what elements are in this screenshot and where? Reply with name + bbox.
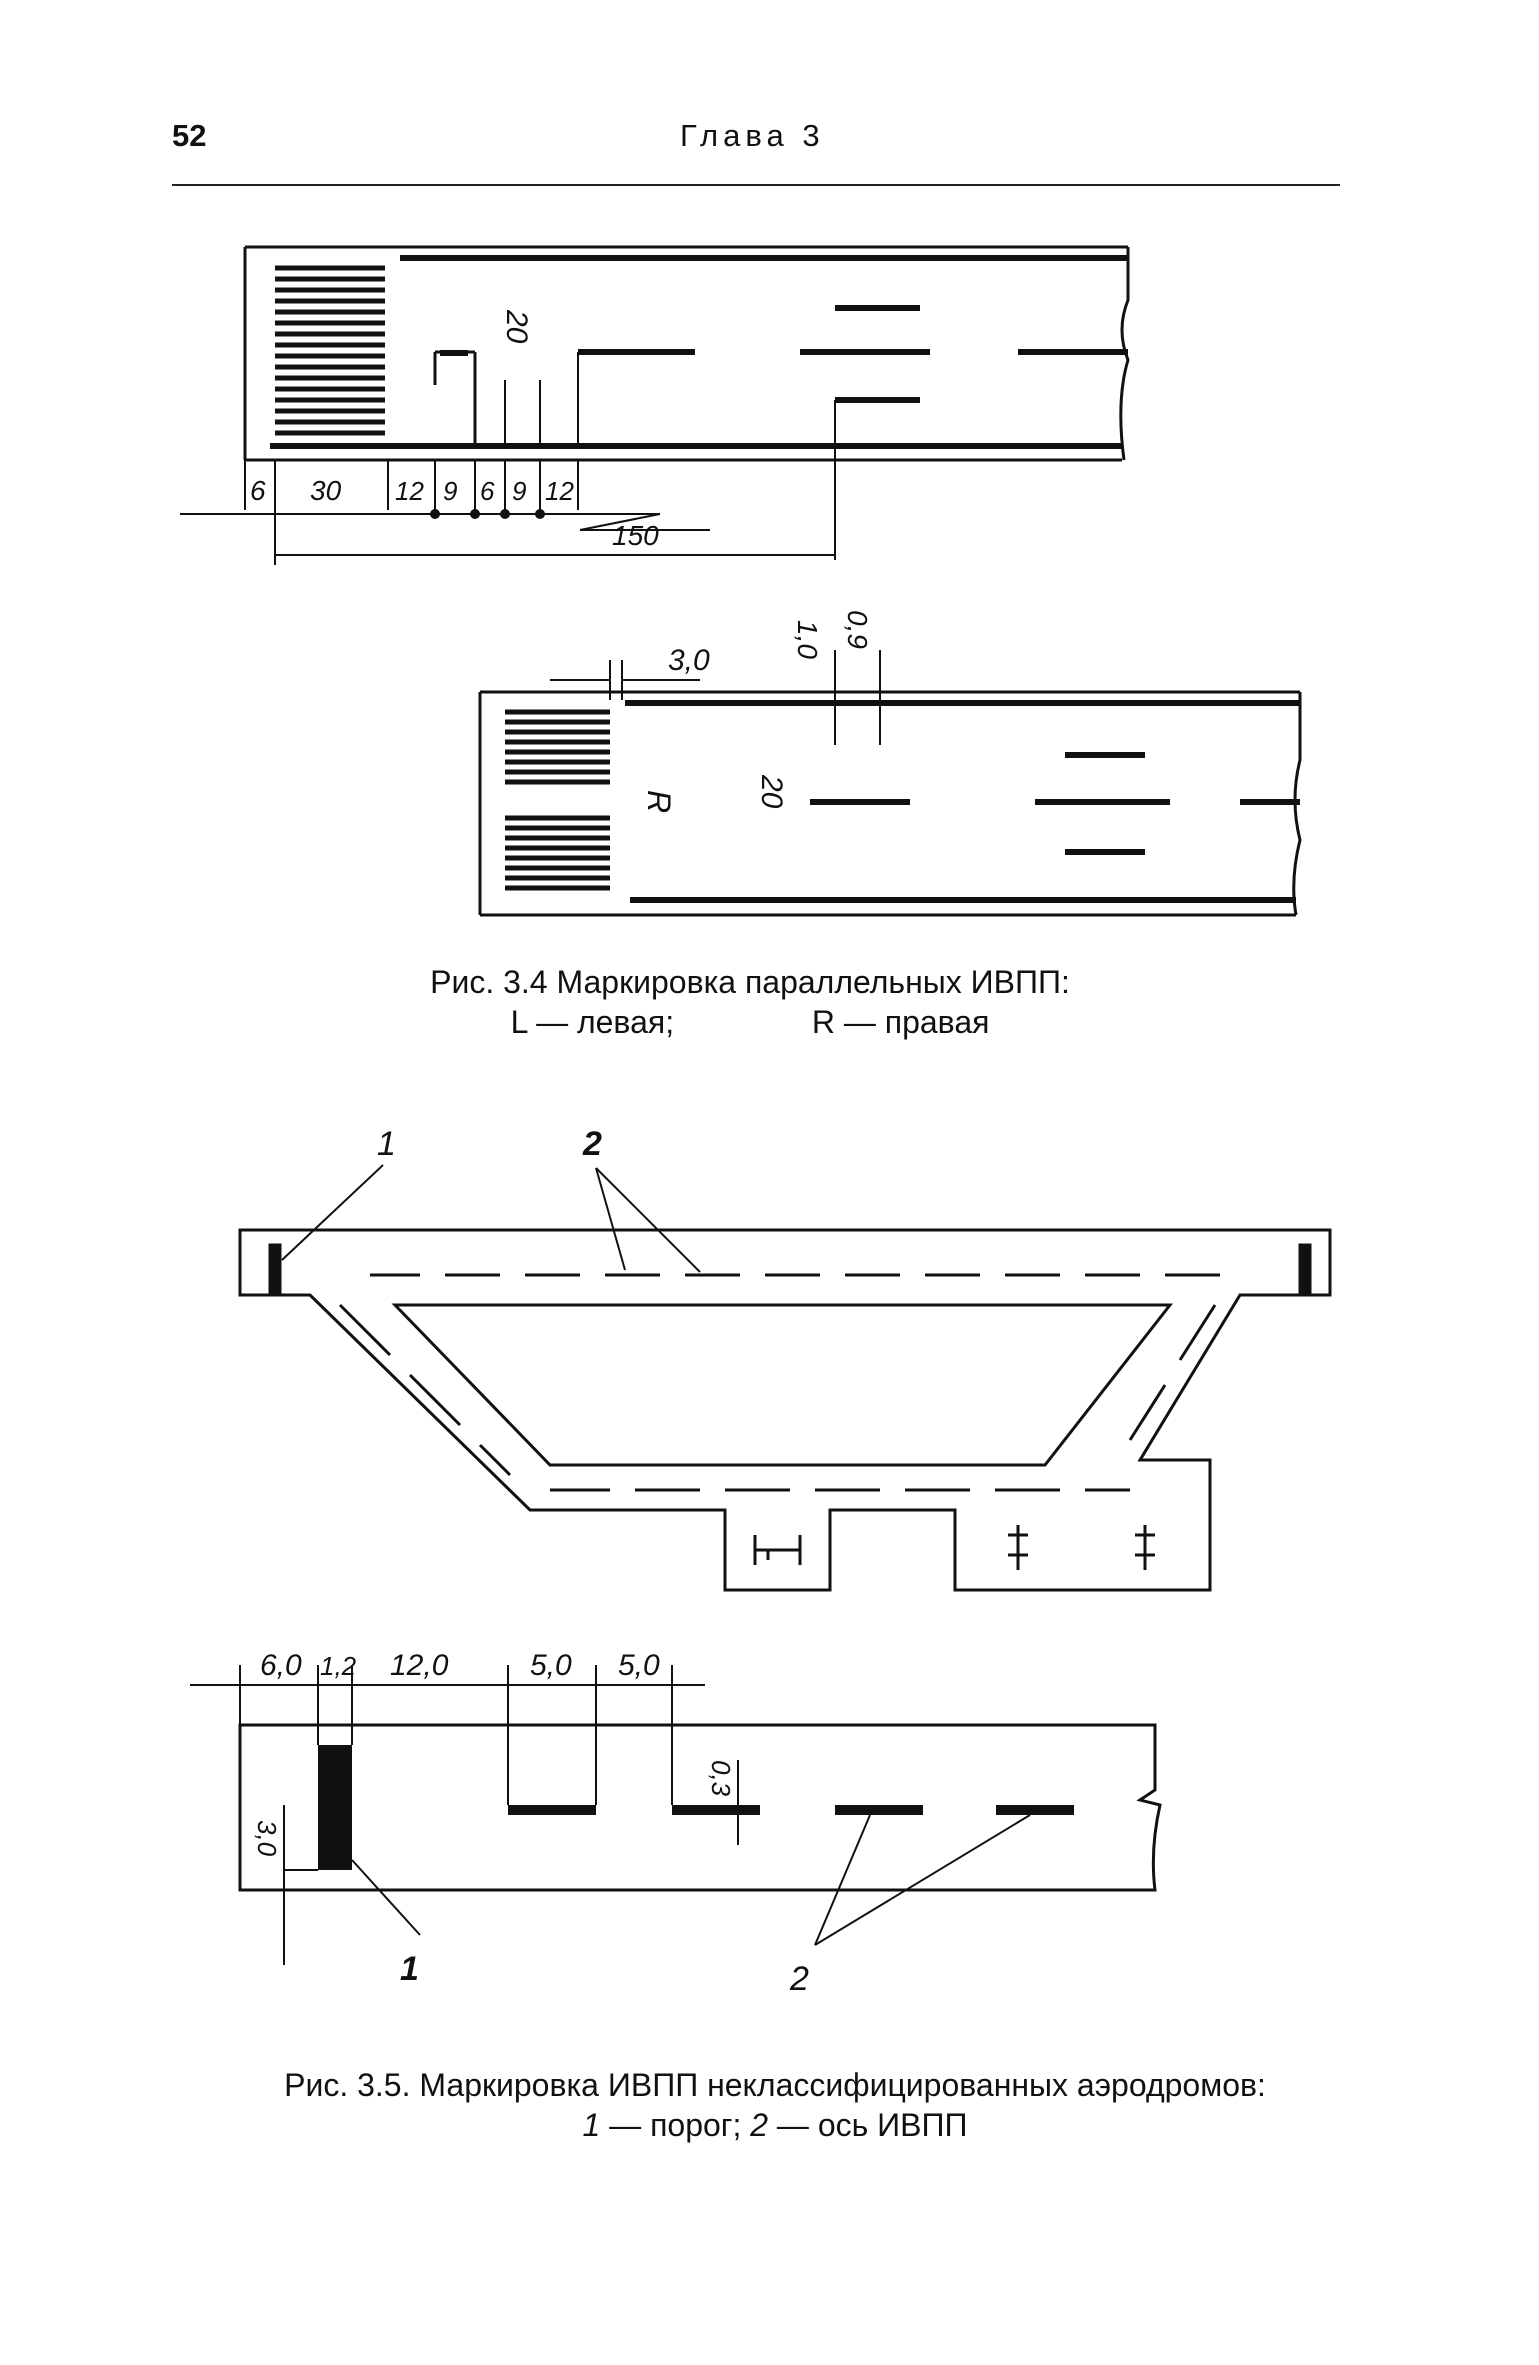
left-runway-drawing (180, 245, 1130, 565)
dim-9a: 9 (443, 476, 457, 506)
left-runway-dimension-dots (430, 509, 545, 519)
detail-dim-12-0: 12,0 (390, 1649, 449, 1682)
running-head: Глава 3 (680, 118, 825, 153)
detail-callout-1: 1 (400, 1950, 419, 1988)
detail-dim-3-0: 3,0 (252, 1820, 282, 1857)
right-runway-labels: R 20 3,0 1,0 0,9 (641, 610, 873, 813)
dim-0-9: 0,9 (842, 610, 873, 649)
dim-6: 6 (250, 475, 266, 506)
aerodrome-inner-island (391, 1303, 1174, 1467)
dim-12b: 12 (545, 476, 574, 506)
marking-detail-drawing (190, 1665, 1162, 1965)
figure-3-4-caption-line2: L — левая; R — правая (300, 1002, 1200, 1042)
marking-detail-labels: 6,0 1,2 12,0 5,0 5,0 0,3 3,0 1 2 (252, 1649, 809, 1998)
dim-9b: 9 (512, 476, 526, 506)
callout-2: 2 (582, 1125, 602, 1163)
left-threshold-stripes (275, 265, 385, 436)
legend-2-text: — ось ИВПП (768, 2107, 968, 2143)
right-letter-marking: R (641, 790, 677, 813)
detail-dim-5-0a: 5,0 (530, 1649, 572, 1682)
figure-3-5-caption-line2: 1 — порог; 2 — ось ИВПП (200, 2105, 1350, 2145)
left-runway-labels: 20 6 30 12 9 6 9 12 150 (250, 309, 659, 551)
right-threshold-stripes (505, 709, 610, 891)
figure-3-5-caption: Рис. 3.5. Маркировка ИВПП неклассифициро… (200, 2065, 1350, 2145)
detail-dash-2 (672, 1805, 760, 1815)
right-runway-drawing (478, 650, 1302, 917)
page-number: 52 (172, 118, 207, 153)
dim-150: 150 (612, 520, 659, 551)
aerodrome-callouts: 1 2 (377, 1125, 602, 1163)
dim-30: 30 (310, 475, 342, 506)
detail-dash-4 (996, 1805, 1074, 1815)
threshold-right (1298, 1243, 1312, 1295)
detail-dim-6-0: 6,0 (260, 1649, 302, 1682)
threshold-left (268, 1243, 282, 1295)
detail-dim-1-2: 1,2 (320, 1651, 357, 1681)
figure-3-4-caption-line1: Рис. 3.4 Маркировка параллельных ИВПП: (430, 964, 1070, 1000)
left-number-marking: 20 (500, 309, 533, 344)
apron-marking-left (753, 1535, 802, 1565)
right-runway-outline (478, 690, 1302, 917)
right-number-marking: 20 (755, 774, 788, 809)
caption-left-label: L — левая; (510, 1004, 675, 1040)
detail-dash-3 (835, 1805, 923, 1815)
dim-12a: 12 (395, 476, 424, 506)
apron-marking-mid (1008, 1525, 1028, 1570)
dim-6b: 6 (480, 476, 495, 506)
detail-dim-0-3: 0,3 (706, 1760, 736, 1797)
taxiway-centreline-dashes (338, 1303, 1217, 1492)
detail-dash-1 (508, 1805, 596, 1815)
detail-callout-2: 2 (789, 1960, 809, 1998)
legend-2-number: 2 (750, 2107, 769, 2143)
aerodrome-plan (238, 1164, 1332, 1592)
callout-1: 1 (377, 1125, 396, 1163)
figure-3-4-diagram: 20 6 30 12 9 6 9 12 150 (180, 245, 1302, 917)
detail-threshold (318, 1745, 352, 1870)
header-rule (172, 184, 1340, 186)
aerodrome-outline (238, 1228, 1332, 1592)
left-runway-outline (243, 245, 1130, 462)
dim-3-0: 3,0 (668, 644, 710, 677)
dim-1-0: 1,0 (792, 620, 823, 659)
detail-dim-5-0b: 5,0 (618, 1649, 660, 1682)
legend-1-number: 1 (582, 2107, 601, 2143)
legend-1-text: — порог; (600, 2107, 751, 2143)
figure-3-4-caption: Рис. 3.4 Маркировка параллельных ИВПП: L… (300, 962, 1200, 1042)
detail-outline (238, 1723, 1162, 1892)
caption-right-label: R — правая (811, 1004, 990, 1040)
apron-marking-right (1135, 1525, 1155, 1570)
figure-3-5-caption-line1: Рис. 3.5. Маркировка ИВПП неклассифициро… (284, 2067, 1266, 2103)
